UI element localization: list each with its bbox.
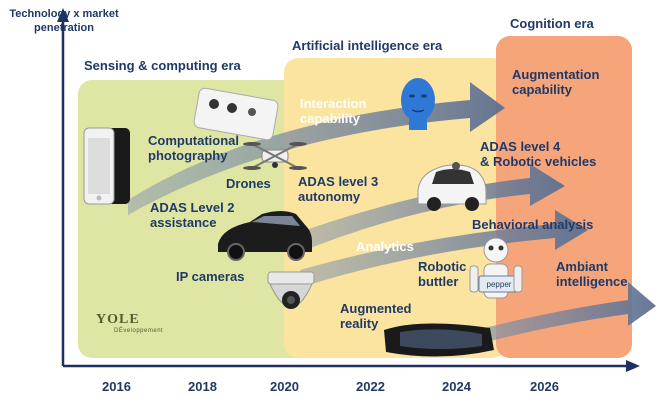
yole-logo-subtitle: DÉveloppement (114, 328, 164, 334)
year-2024: 2024 (442, 379, 471, 394)
ip-camera-image (267, 271, 315, 309)
label-interaction-capability: Interaction capability (300, 96, 367, 126)
label-augmentation-capability: Augmentation capability (512, 67, 600, 97)
era-cognition-bg (496, 36, 632, 358)
label-robotic-buttler-line2: buttler (418, 273, 459, 289)
y-axis-label-line1: Technology x market (9, 8, 119, 20)
label-augmented-reality-line2: reality (340, 315, 379, 331)
label-drones: Drones (226, 176, 271, 191)
pepper-screen-text: pepper (486, 280, 512, 289)
label-interaction-line2: capability (300, 110, 360, 126)
drone-image (243, 142, 307, 170)
x-axis-arrowhead (626, 360, 640, 372)
iphone-image (83, 127, 130, 205)
yole-logo: YOLE (96, 312, 140, 327)
robot-image (469, 237, 523, 299)
label-adas-level-2-line2: assistance (150, 214, 217, 230)
label-robotic-buttler: Robotic buttler (418, 259, 467, 289)
label-computational-photography-line2: photography (148, 147, 228, 163)
era-label-cognition: Cognition era (510, 16, 594, 31)
y-axis-label: Technology x market penetration (4, 8, 124, 36)
label-augmentation-line2: capability (512, 81, 572, 97)
year-2022: 2022 (356, 379, 385, 394)
blue-head-image (401, 78, 435, 130)
era-label-ai: Artificial intelligence era (292, 38, 443, 53)
year-2026: 2026 (530, 379, 559, 394)
y-axis-label-line2: penetration (34, 21, 94, 34)
label-adas-level-3-line2: autonomy (298, 188, 361, 204)
label-adas-level-3-line1: ADAS level 3 (298, 174, 379, 189)
label-adas-level-4: ADAS level 4 & Robotic vehicles (480, 139, 597, 169)
year-2016: 2016 (102, 379, 131, 394)
label-ambiant-line2: intelligence (556, 273, 628, 289)
label-adas-level-2-line1: ADAS Level 2 (150, 200, 235, 215)
label-augmented-reality-line1: Augmented (340, 301, 412, 316)
year-2018: 2018 (188, 379, 217, 394)
label-adas-level-3: ADAS level 3 autonomy (298, 174, 379, 204)
label-augmented-reality: Augmented reality (340, 301, 412, 331)
label-ambiant-line1: Ambiant (556, 259, 608, 274)
label-computational-photography: Computational photography (148, 133, 239, 163)
label-ip-cameras: IP cameras (176, 269, 245, 284)
label-adas-level-4-line2: & Robotic vehicles (480, 153, 597, 169)
label-ambiant-intelligence: Ambiant intelligence (556, 259, 628, 289)
trend-arrow-behavioral (300, 210, 588, 286)
label-adas-level-4-line1: ADAS level 4 (480, 139, 561, 154)
car-image (218, 211, 312, 261)
self-driving-car-image (417, 162, 487, 211)
label-adas-level-2: ADAS Level 2 assistance (150, 200, 235, 230)
ar-headset-image (384, 323, 494, 357)
label-augmentation-line1: Augmentation (512, 67, 600, 82)
label-analytics: Analytics (356, 239, 414, 254)
label-interaction-line1: Interaction (300, 96, 367, 111)
label-behavioral-analysis: Behavioral analysis (472, 217, 594, 232)
era-label-sensing: Sensing & computing era (84, 58, 241, 73)
y-axis-arrowhead (57, 8, 69, 22)
phone-camera-image (193, 87, 279, 141)
label-robotic-buttler-line1: Robotic (418, 259, 467, 274)
label-computational-photography-line1: Computational (148, 133, 239, 148)
year-2020: 2020 (270, 379, 299, 394)
